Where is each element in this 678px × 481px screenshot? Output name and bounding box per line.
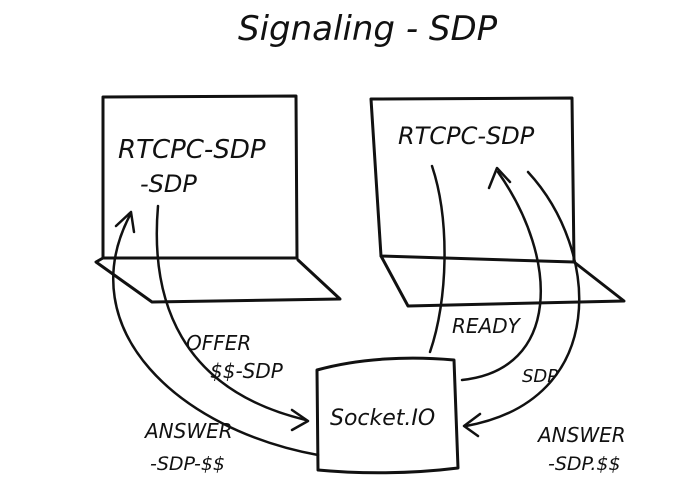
socketio-box: [315, 356, 460, 475]
left-laptop-base: [94, 256, 342, 304]
diagram-title: Signaling - SDP: [238, 9, 498, 49]
answer-left-label-1: ANSWER: [143, 419, 233, 443]
offer-label-2: $$-SDP: [210, 359, 284, 383]
answer-left-arrow: ANSWER -SDP-$$: [111, 210, 320, 475]
right-laptop-base: [379, 254, 626, 308]
answer-right-arrow: ANSWER -SDP.$$: [462, 170, 626, 475]
answer-right-label-2: -SDP.$$: [548, 453, 621, 475]
socketio-server: Socket.IO: [315, 356, 460, 475]
left-laptop: RTCPC-SDP -SDP: [94, 94, 342, 304]
sdp-arrow: SDP: [460, 166, 558, 387]
answer-right-label-1: ANSWER: [536, 423, 626, 447]
offer-arrow: OFFER $$-SDP: [155, 204, 310, 432]
right-laptop: RTCPC-SDP: [369, 96, 626, 308]
left-laptop-label-2: -SDP: [140, 170, 197, 198]
offer-label-1: OFFER: [186, 331, 251, 355]
socketio-label: Socket.IO: [330, 406, 435, 431]
left-laptop-screen: [101, 94, 299, 260]
answer-left-label-2: -SDP-$$: [150, 453, 225, 475]
sdp-label: SDP: [522, 366, 558, 387]
ready-label: READY: [452, 314, 522, 338]
left-laptop-label-1: RTCPC-SDP: [118, 135, 266, 165]
ready-arrow: READY: [428, 164, 522, 354]
right-laptop-label-1: RTCPC-SDP: [398, 122, 535, 150]
